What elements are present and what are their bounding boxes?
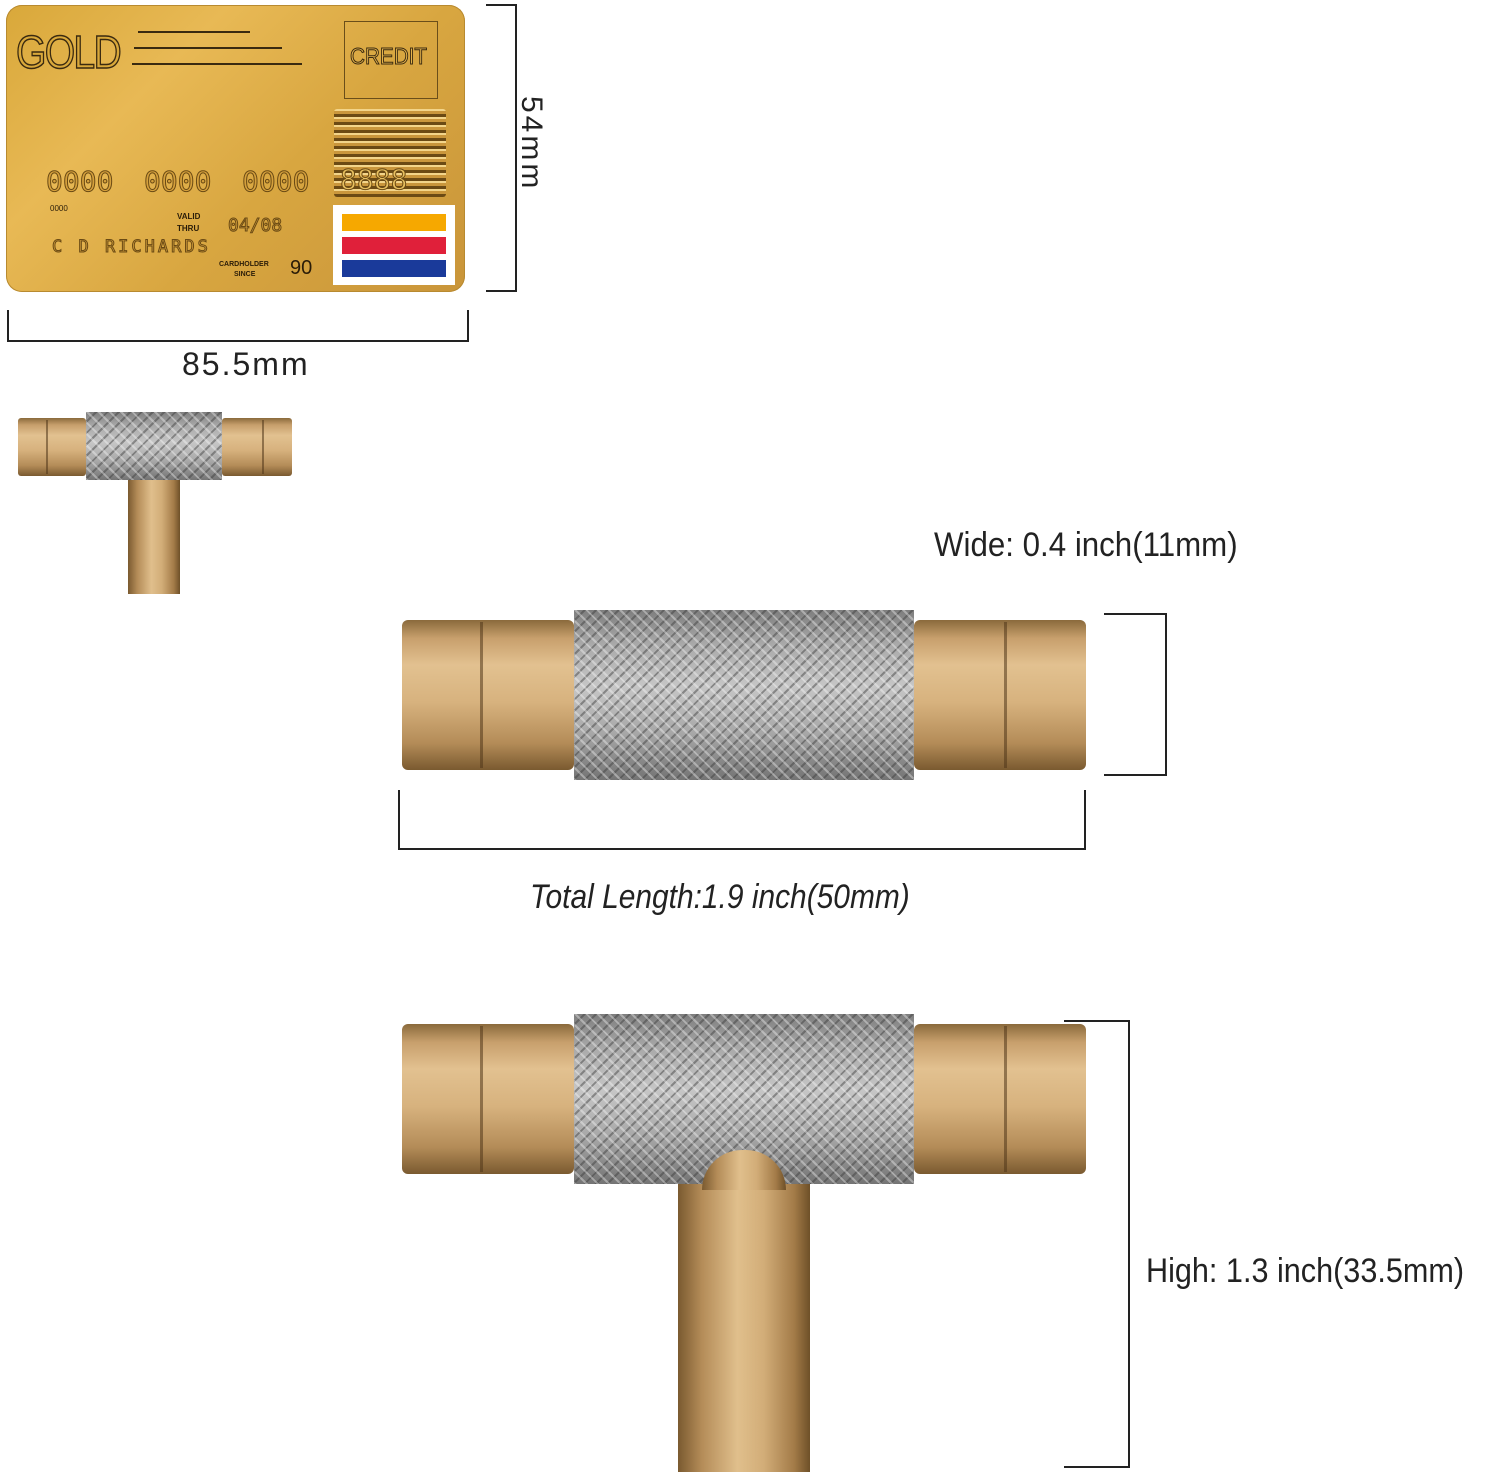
knob-top-view — [402, 610, 1086, 782]
knob-groove — [1004, 622, 1007, 768]
card-height-bracket — [515, 4, 517, 292]
knob-wide-bracket — [1104, 774, 1166, 776]
card-thru-label: THRU — [177, 224, 200, 233]
knob-groove — [1004, 1026, 1007, 1172]
card-brand: GOLD — [15, 25, 122, 79]
card-stripe — [342, 260, 446, 277]
knob-wide-bracket — [1165, 613, 1167, 776]
knob-high-label: High: 1.3 inch(33.5mm) — [1146, 1252, 1465, 1290]
knob-bar-end — [914, 620, 1086, 770]
knob-bar-end — [402, 620, 574, 770]
card-type: CREDIT — [350, 43, 428, 70]
knob-wide-bracket — [1104, 613, 1166, 615]
card-width-bracket — [7, 310, 9, 342]
card-since-year: 90 — [290, 257, 313, 279]
card-holder-name: C D RICHARDS — [52, 237, 211, 258]
card-number-group: 0000 — [143, 165, 212, 199]
card-width-bracket — [467, 310, 469, 342]
card-network-logo — [333, 205, 455, 285]
card-number-group: 0000 — [45, 165, 114, 199]
knob-bar-end — [914, 1024, 1086, 1174]
knob-length-bracket — [1084, 790, 1086, 850]
card-number-group: 0000 — [241, 165, 310, 199]
card-width-bracket — [7, 340, 469, 342]
knob-length-label: Total Length:1.9 inch(50mm) — [530, 878, 910, 916]
card-small-number: 0000 — [50, 204, 68, 213]
card-brand-line — [138, 31, 250, 33]
card-number-group: 8888 — [339, 163, 408, 197]
card-brand-line — [134, 47, 282, 49]
knob-length-bracket — [398, 790, 400, 850]
knob-high-bracket — [1064, 1466, 1130, 1468]
card-since-label: SINCE — [234, 271, 256, 278]
card-brand-line — [132, 63, 302, 65]
card-stripe — [342, 237, 446, 254]
card-expiry: 04/08 — [227, 215, 283, 237]
knob-small — [18, 412, 292, 596]
card-credit-box — [344, 21, 438, 99]
card-height-bracket — [486, 290, 516, 292]
card-height-bracket — [486, 4, 516, 6]
knob-groove — [480, 1026, 483, 1172]
knob-front-view — [402, 1014, 1086, 1472]
card-hologram — [334, 109, 446, 197]
knob-groove — [262, 420, 264, 474]
knob-stem — [128, 460, 180, 594]
credit-card: GOLD CREDIT 0000 0000 0000 8888 0000 VAL… — [6, 5, 465, 292]
card-height-label: 54mm — [515, 96, 548, 192]
knob-bar-end — [18, 418, 86, 476]
knob-high-bracket — [1064, 1020, 1130, 1022]
knob-wide-label: Wide: 0.4 inch(11mm) — [934, 526, 1238, 564]
knob-groove — [480, 622, 483, 768]
card-stripe — [342, 214, 446, 231]
knob-stem — [678, 1154, 810, 1472]
knob-groove — [46, 420, 48, 474]
card-cardholder-label: CARDHOLDER — [219, 261, 269, 268]
knob-bar-end — [402, 1024, 574, 1174]
knob-knurl — [574, 610, 914, 780]
knob-bar-end — [222, 418, 292, 476]
knob-length-bracket — [398, 848, 1086, 850]
card-width-label: 85.5mm — [182, 346, 310, 382]
knob-knurl — [86, 412, 222, 480]
knob-high-bracket — [1128, 1020, 1130, 1468]
card-valid-label: VALID — [177, 212, 201, 221]
